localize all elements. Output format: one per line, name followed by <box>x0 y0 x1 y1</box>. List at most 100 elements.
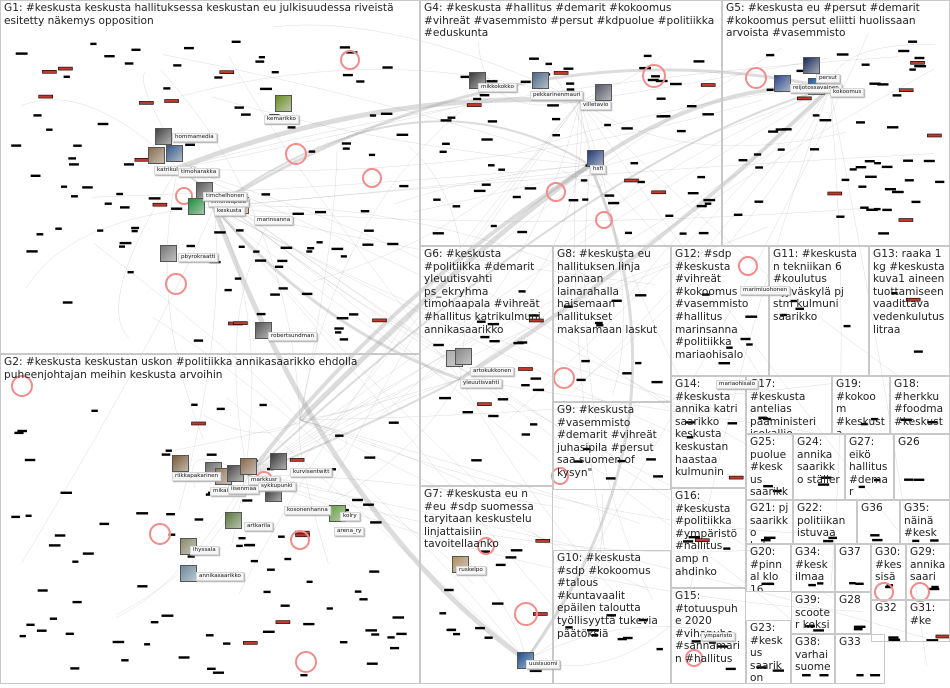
vertex-label[interactable]: artokukkonen <box>470 367 515 376</box>
vertex-node[interactable] <box>698 231 709 235</box>
vertex-ring[interactable] <box>595 211 613 229</box>
vertex-node[interactable] <box>380 112 393 115</box>
vertex-node[interactable] <box>396 133 409 136</box>
vertex-node[interactable] <box>326 607 333 610</box>
vertex-node[interactable] <box>259 403 267 407</box>
vertex-node[interactable] <box>452 205 461 208</box>
vertex-node[interactable] <box>911 200 921 204</box>
vertex-node[interactable] <box>243 641 258 645</box>
vertex-node[interactable] <box>254 259 267 262</box>
vertex-node[interactable] <box>524 187 537 190</box>
vertex-node[interactable] <box>171 207 183 210</box>
vertex-node[interactable] <box>856 121 865 124</box>
vertex-node[interactable] <box>363 503 374 506</box>
vertex-node[interactable] <box>563 305 573 308</box>
vertex-node[interactable] <box>58 66 73 71</box>
vertex-node[interactable] <box>882 208 892 212</box>
vertex-node[interactable] <box>245 543 255 547</box>
vertex-node[interactable] <box>725 667 736 671</box>
vertex-node[interactable] <box>510 549 523 552</box>
vertex-node[interactable] <box>346 51 358 54</box>
vertex-node[interactable] <box>275 620 291 624</box>
vertex-node[interactable] <box>775 128 787 131</box>
vertex-node[interactable] <box>231 40 241 43</box>
vertex-node[interactable] <box>521 384 530 387</box>
vertex-node[interactable] <box>581 359 590 363</box>
vertex-node[interactable] <box>635 294 647 297</box>
vertex-node[interactable] <box>530 377 542 380</box>
vertex-node[interactable] <box>214 76 223 79</box>
vertex-node[interactable] <box>892 190 904 194</box>
vertex-node[interactable] <box>611 299 622 302</box>
vertex-node[interactable] <box>334 327 344 330</box>
vertex-ring[interactable] <box>874 582 894 602</box>
vertex-node[interactable] <box>605 477 616 480</box>
vertex-node[interactable] <box>306 580 313 583</box>
vertex-node[interactable] <box>479 94 490 97</box>
vertex-node[interactable] <box>284 557 292 561</box>
vertex-node[interactable] <box>805 625 815 628</box>
vertex-node[interactable] <box>885 585 892 589</box>
vertex-node[interactable] <box>927 133 942 138</box>
vertex-node[interactable] <box>490 224 497 228</box>
vertex-node[interactable] <box>241 113 251 116</box>
vertex-node[interactable] <box>772 669 784 672</box>
vertex-node[interactable] <box>36 233 44 236</box>
vertex-node[interactable] <box>676 129 686 133</box>
vertex-node[interactable] <box>651 75 660 78</box>
vertex-node[interactable] <box>622 636 633 640</box>
vertex-node[interactable] <box>913 478 925 481</box>
vertex-node[interactable] <box>738 159 748 162</box>
vertex-label[interactable]: keskusta <box>214 207 245 216</box>
vertex-node[interactable] <box>278 535 285 538</box>
vertex-node[interactable] <box>808 583 816 587</box>
vertex-node[interactable] <box>267 568 275 571</box>
vertex-node[interactable] <box>280 246 293 249</box>
vertex-node[interactable] <box>703 198 716 202</box>
vertex-node[interactable] <box>476 320 486 323</box>
vertex-node[interactable] <box>702 113 714 116</box>
vertex-node[interactable] <box>206 453 217 456</box>
vertex-node[interactable] <box>547 104 559 107</box>
vertex-node[interactable] <box>606 614 617 617</box>
vertex-node[interactable] <box>339 46 351 49</box>
vertex-node[interactable] <box>912 539 920 543</box>
vertex-node[interactable] <box>754 200 764 203</box>
vertex-node[interactable] <box>340 255 347 258</box>
vertex-label[interactable]: iisenmaa <box>228 485 260 494</box>
vertex-node[interactable] <box>761 539 771 542</box>
vertex-node[interactable] <box>790 299 797 303</box>
vertex-node[interactable] <box>258 56 265 59</box>
vertex-node[interactable] <box>582 447 591 451</box>
vertex-node[interactable] <box>97 122 109 126</box>
vertex-node[interactable] <box>873 478 881 482</box>
vertex-node[interactable] <box>624 178 639 183</box>
vertex-node[interactable] <box>392 616 405 619</box>
vertex-node[interactable] <box>11 144 22 147</box>
vertex-node[interactable] <box>927 587 940 591</box>
vertex-node[interactable] <box>819 674 829 677</box>
vertex-node[interactable] <box>277 259 288 263</box>
vertex-node[interactable] <box>38 94 54 99</box>
vertex-node[interactable] <box>165 449 172 452</box>
vertex-node[interactable] <box>168 533 176 536</box>
vertex-node[interactable] <box>14 431 24 435</box>
vertex-node[interactable] <box>442 142 450 145</box>
vertex-node[interactable] <box>622 372 632 375</box>
vertex-node[interactable] <box>782 128 792 131</box>
vertex-node[interactable] <box>853 628 863 631</box>
vertex-node[interactable] <box>68 157 76 160</box>
vertex-node[interactable] <box>638 618 648 622</box>
vertex-ring[interactable] <box>685 649 703 667</box>
vertex-node[interactable] <box>488 164 495 167</box>
vertex-node[interactable] <box>723 547 731 550</box>
vertex-node[interactable] <box>440 119 452 122</box>
vertex-node[interactable] <box>150 621 159 624</box>
vertex-node[interactable] <box>30 174 41 177</box>
vertex-ring[interactable] <box>295 651 317 673</box>
vertex-node[interactable] <box>26 250 38 253</box>
vertex-node[interactable] <box>768 130 779 133</box>
vertex-node[interactable] <box>72 560 79 563</box>
vertex-node[interactable] <box>342 147 350 150</box>
vertex-avatar[interactable] <box>455 348 472 365</box>
